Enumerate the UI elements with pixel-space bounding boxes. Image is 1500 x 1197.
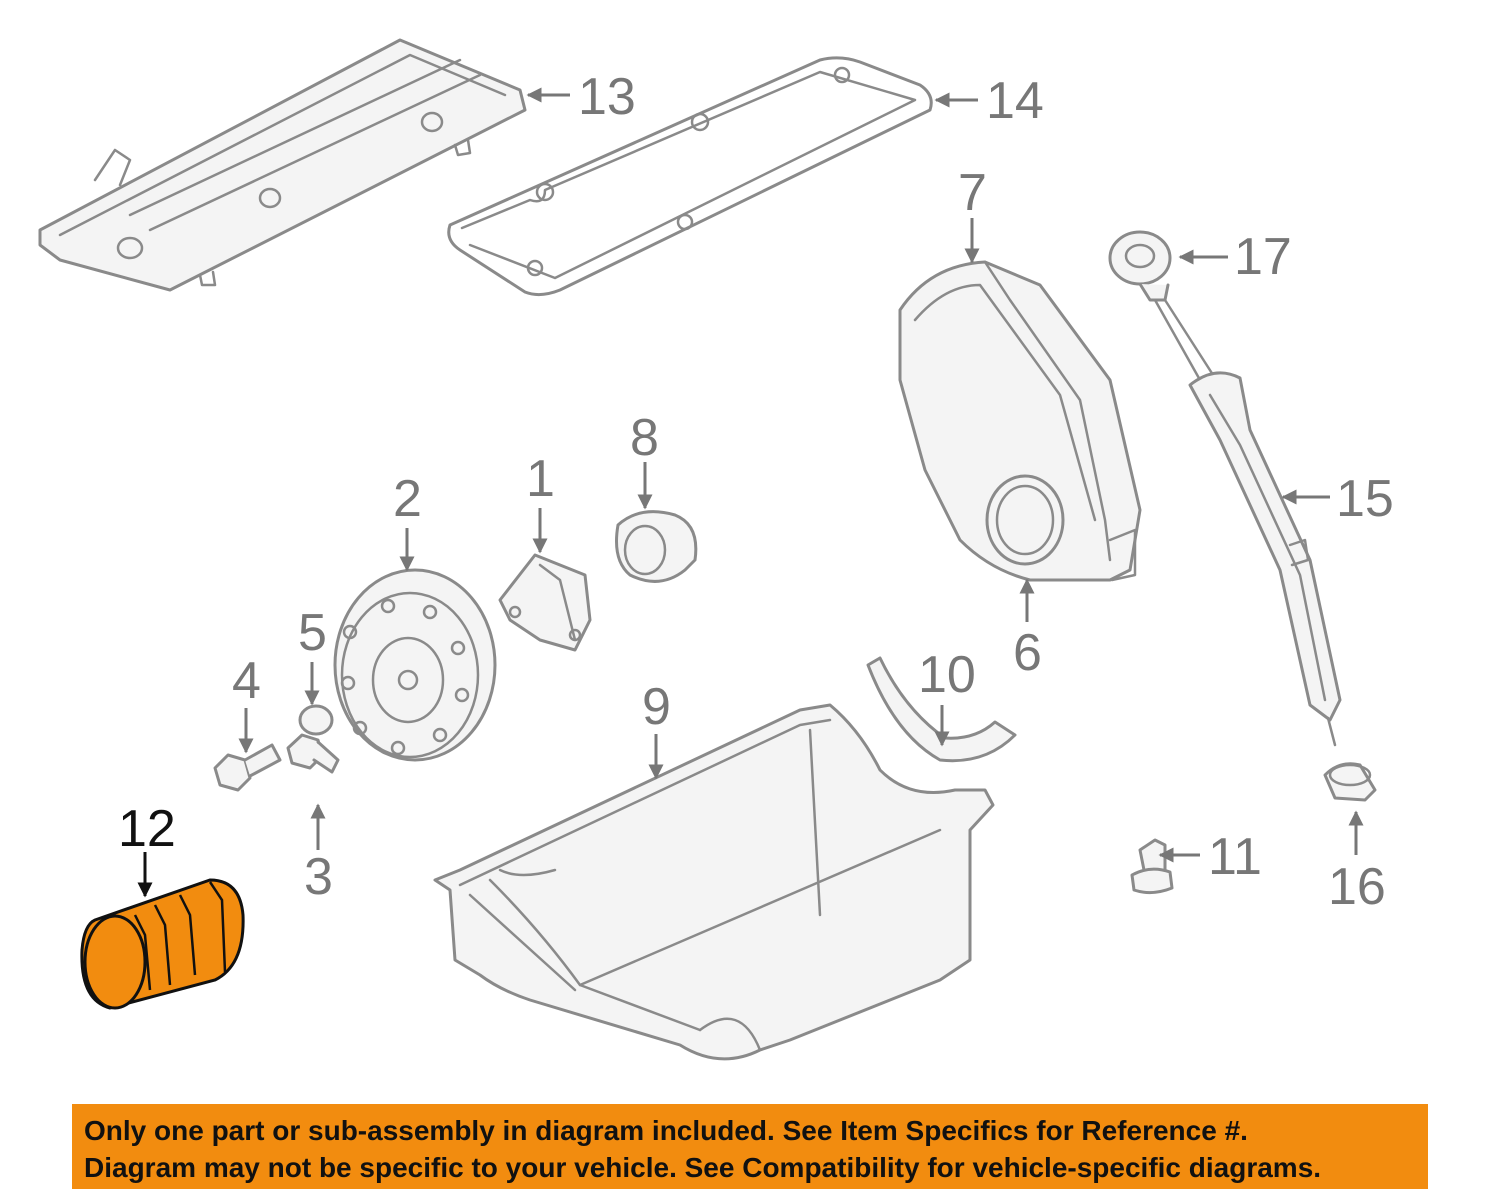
callout-6: 6 (1013, 624, 1042, 682)
disclaimer-line-1: Only one part or sub-assembly in diagram… (84, 1115, 1248, 1146)
washer (298, 704, 334, 736)
bolt-3 (286, 733, 340, 774)
bushing (615, 510, 698, 583)
oil-pan (433, 703, 995, 1061)
bolt-4 (213, 743, 282, 792)
retainer (498, 553, 592, 652)
rear-main-seal (866, 656, 1017, 763)
callout-13: 13 (578, 68, 636, 126)
timing-cover (898, 260, 1142, 582)
dipstick-and-tube (1108, 230, 1342, 747)
callout-8: 8 (630, 409, 659, 467)
disclaimer-line-2: Diagram may not be specific to your vehi… (84, 1152, 1322, 1183)
disclaimer-banner: Only one part or sub-assembly in diagram… (72, 1104, 1428, 1189)
callout-17: 17 (1234, 228, 1292, 286)
flywheel (333, 568, 497, 762)
callout-9: 9 (642, 678, 671, 736)
callout-11: 11 (1208, 828, 1262, 886)
oil-filter (80, 878, 245, 1010)
callout-15: 15 (1336, 470, 1394, 528)
valve-cover-gasket (447, 56, 933, 297)
callout-1: 1 (526, 450, 555, 508)
valve-cover (38, 38, 527, 292)
callout-10: 10 (918, 646, 976, 704)
callout-3: 3 (304, 848, 333, 906)
callout-16: 16 (1328, 858, 1386, 916)
callout-7: 7 (958, 164, 987, 222)
drain-bolt (1130, 838, 1174, 895)
callout-14: 14 (986, 72, 1044, 130)
callout-2: 2 (393, 470, 422, 528)
callout-4: 4 (232, 652, 261, 710)
grommet (1323, 762, 1377, 802)
callout-5: 5 (298, 604, 327, 662)
callout-12: 12 (118, 800, 176, 858)
